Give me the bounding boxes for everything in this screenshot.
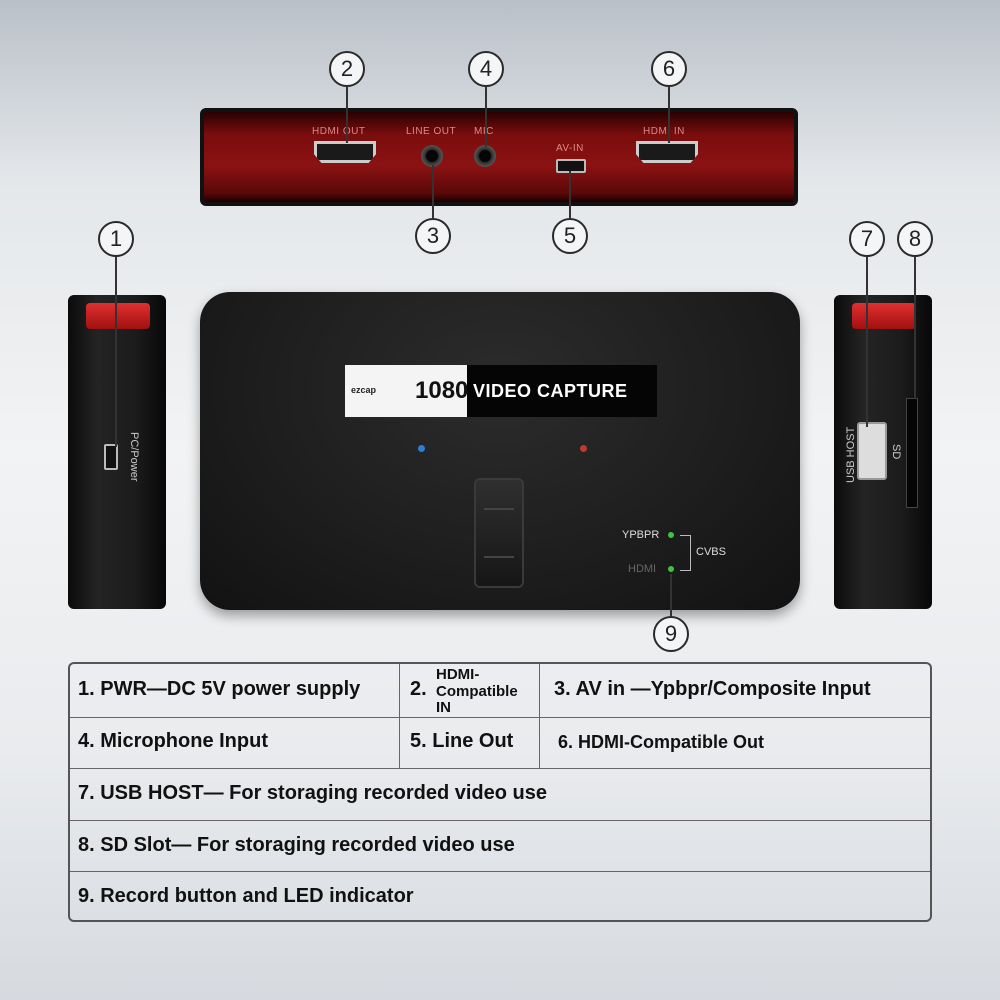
leader-line-1 — [115, 257, 117, 447]
table-cell-2-line1: HDMI- — [436, 666, 480, 683]
table-cell-7: 7. USB HOST— For storaging recorded vide… — [78, 782, 547, 804]
leader-line-9 — [670, 574, 672, 618]
table-col-divider — [539, 664, 540, 768]
leader-line-7 — [866, 257, 868, 427]
callout-5: 5 — [552, 218, 588, 254]
pc-power-label: PC/Power — [128, 432, 140, 482]
ypbpr-label: YPBPR — [622, 529, 660, 541]
leader-line-3 — [432, 165, 434, 218]
leader-line-2 — [346, 87, 348, 143]
table-cell-9: 9. Record button and LED indicator — [78, 885, 414, 907]
table-cell-2-line3: IN — [436, 699, 451, 716]
usb-host-port-icon — [857, 422, 887, 480]
av-in-port-label: AV-IN — [556, 143, 584, 154]
hdmi-out-port-label: HDMI OUT — [312, 126, 366, 137]
hdmi-in-port-icon — [636, 141, 698, 163]
leader-line-4 — [485, 87, 487, 147]
callout-9: 9 — [653, 616, 689, 652]
hdmi-out-port-icon — [314, 141, 376, 163]
table-col-divider — [399, 664, 400, 768]
table-cell-5: 5. Line Out — [410, 730, 514, 752]
pc-power-port-icon — [104, 444, 118, 470]
cvbs-green-led — [668, 566, 674, 572]
usb-host-label: USB HOST — [845, 426, 857, 483]
record-button[interactable] — [474, 478, 524, 588]
table-cell-2-number: 2. — [410, 678, 427, 700]
cvbs-bracket — [680, 535, 691, 571]
leader-line-6 — [668, 87, 670, 143]
line-out-jack-icon — [421, 145, 443, 167]
second-indicator-label: HDMI — [628, 563, 657, 575]
blue-led-indicator — [418, 445, 425, 452]
mic-port-label: MIC — [474, 126, 494, 137]
callout-2: 2 — [329, 51, 365, 87]
sd-label: SD — [890, 444, 902, 460]
table-row-divider — [70, 871, 930, 872]
table-cell-3: 3. AV in —Ypbpr/Composite Input — [554, 678, 871, 700]
table-cell-6: 6. HDMI-Compatible Out — [558, 732, 764, 752]
logo-plate-black: VIDEO CAPTURE — [467, 365, 657, 417]
callout-7: 7 — [849, 221, 885, 257]
logo-title: VIDEO CAPTURE — [473, 381, 628, 401]
brand-small-text: ezcap — [351, 385, 377, 395]
table-row-divider — [70, 768, 930, 769]
leader-line-5 — [569, 171, 571, 218]
right-side-red-accent — [852, 303, 916, 329]
av-in-port-icon — [556, 159, 586, 173]
table-row-divider — [70, 717, 930, 718]
table-cell-1: 1. PWR—DC 5V power supply — [78, 678, 361, 700]
sd-slot-icon — [906, 398, 918, 508]
hdmi-in-port-label: HDMI IN — [643, 126, 685, 137]
table-cell-4: 4. Microphone Input — [78, 730, 268, 752]
red-led-indicator — [580, 445, 587, 452]
logo-plate-white: ezcap 1080 — [345, 365, 469, 417]
logo-number: 1080 — [415, 377, 469, 404]
callout-6: 6 — [651, 51, 687, 87]
table-cell-2-line2: Compatible — [436, 683, 518, 700]
rear-port-panel — [200, 108, 798, 206]
left-side-red-accent — [86, 303, 150, 329]
mic-jack-icon — [474, 145, 496, 167]
line-out-port-label: LINE OUT — [406, 126, 457, 137]
cvbs-label: CVBS — [696, 546, 726, 558]
callout-3: 3 — [415, 218, 451, 254]
table-cell-8: 8. SD Slot— For storaging recorded video… — [78, 834, 515, 856]
table-row-divider — [70, 820, 930, 821]
feature-legend-table: 1. PWR—DC 5V power supply 2. HDMI- Compa… — [68, 662, 932, 922]
callout-8: 8 — [897, 221, 933, 257]
callout-1: 1 — [98, 221, 134, 257]
leader-line-8 — [914, 257, 916, 399]
callout-4: 4 — [468, 51, 504, 87]
ypbpr-green-led — [668, 532, 674, 538]
